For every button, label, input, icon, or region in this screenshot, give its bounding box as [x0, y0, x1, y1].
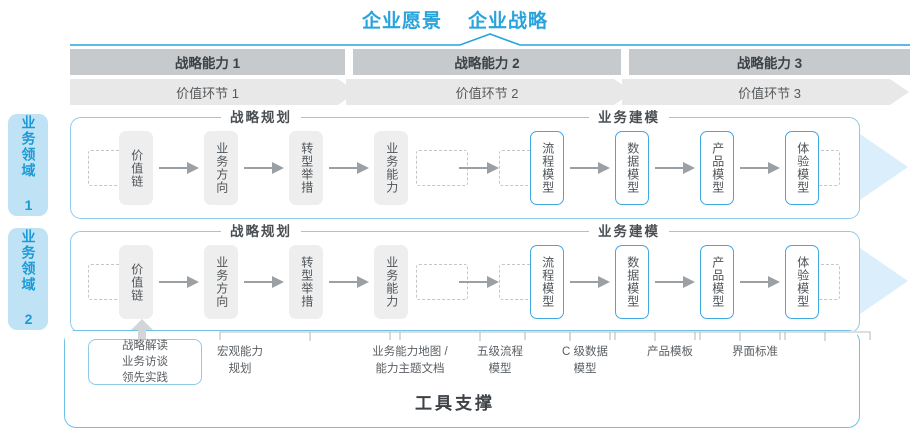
- tool-line-2: 业务访谈: [122, 355, 168, 368]
- flow-arrow-icon: [655, 162, 695, 174]
- node-business-direction-1[interactable]: 业务方向: [204, 131, 238, 205]
- node-process-model-1[interactable]: 流程模型: [530, 131, 564, 205]
- value-link-label-1: 价值环节 1: [176, 85, 239, 101]
- flow-arrow-icon: [740, 276, 780, 288]
- flow-arrow-icon: [459, 162, 499, 174]
- node-label: 体验模型: [795, 142, 810, 194]
- capability-label-2: 战略能力 2: [454, 56, 520, 71]
- tool-bracket-connectors: [219, 331, 871, 341]
- tool-label-product-template: 产品模板: [647, 346, 693, 358]
- node-value-chain-2[interactable]: 价值链: [119, 245, 153, 319]
- capability-label-3: 战略能力 3: [736, 56, 803, 71]
- tool-line-1: 战略解读: [122, 339, 168, 352]
- node-label: 业务方向: [214, 142, 229, 194]
- node-business-direction-2[interactable]: 业务方向: [204, 245, 238, 319]
- business-domain-label-1: 业务领域 1: [20, 115, 37, 215]
- flow-arrow-icon: [244, 276, 284, 288]
- flow-arrow-icon: [570, 276, 610, 288]
- node-label: 流程模型: [540, 256, 555, 308]
- tool-box-strategy-inputs[interactable]: 战略解读 业务访谈 领先实践: [88, 339, 202, 385]
- tool-label-ui-standard: 界面标准: [732, 346, 778, 358]
- vision-connector-line: [70, 33, 910, 46]
- strategic-capability-bars: 战略能力 1 战略能力 2 战略能力 3: [70, 49, 910, 75]
- flow-arrow-icon: [740, 162, 780, 174]
- node-label: 业务能力: [384, 256, 399, 308]
- flow-arrow-icon: [159, 276, 199, 288]
- section-title-planning-2: 战略规划: [221, 222, 301, 242]
- node-product-model-2[interactable]: 产品模型: [700, 245, 734, 319]
- tool-box-lines: 战略解读 业务访谈 领先实践: [122, 338, 168, 387]
- flow-arrow-icon: [459, 276, 499, 288]
- flow-arrow-icon: [655, 276, 695, 288]
- node-label: 产品模型: [710, 256, 725, 308]
- value-link-2[interactable]: 价值环节 2: [353, 79, 621, 105]
- tool-label-capability-map: 业务能力地图 /能力主题文档: [372, 346, 448, 375]
- section-title-planning-1: 战略规划: [221, 108, 301, 128]
- section-title-modeling-1: 业务建模: [589, 108, 669, 128]
- node-experience-model-1[interactable]: 体验模型: [785, 131, 819, 205]
- flow-arrow-icon: [159, 162, 199, 174]
- capability-bar-2[interactable]: 战略能力 2: [353, 49, 621, 75]
- capability-bar-3[interactable]: 战略能力 3: [629, 49, 910, 75]
- node-label: 转型举措: [299, 142, 314, 194]
- vision-strategy-header: 企业愿景 企业战略: [0, 4, 910, 34]
- node-label: 业务能力: [384, 142, 399, 194]
- node-transformation-measures-1[interactable]: 转型举措: [289, 131, 323, 205]
- tool-up-arrow-icon: [131, 319, 153, 344]
- enterprise-strategy-title: 企业战略: [468, 10, 549, 32]
- node-label: 价值链: [129, 262, 144, 302]
- tool-line-3: 领先实践: [122, 372, 168, 385]
- flow-arrow-icon: [329, 162, 369, 174]
- node-value-chain-1[interactable]: 价值链: [119, 131, 153, 205]
- node-data-model-1[interactable]: 数据模型: [615, 131, 649, 205]
- node-label: 产品模型: [710, 142, 725, 194]
- capability-label-1: 战略能力 1: [174, 56, 241, 71]
- tool-label-five-level-process: 五级流程模型: [477, 346, 523, 375]
- business-domain-label-2: 业务领域 2: [20, 229, 37, 329]
- business-domain-row-2: 战略规划 业务建模 价值链 业务方向 转型举措 业务能力 流程模型 数据模型 产…: [70, 222, 860, 333]
- flow-arrow-icon: [329, 276, 369, 288]
- tool-support-title: 工具支撑: [415, 394, 495, 413]
- node-label: 数据模型: [625, 256, 640, 308]
- node-experience-model-2[interactable]: 体验模型: [785, 245, 819, 319]
- capability-bar-1[interactable]: 战略能力 1: [70, 49, 345, 75]
- section-title-modeling-2: 业务建模: [589, 222, 669, 242]
- value-link-1[interactable]: 价值环节 1: [70, 79, 345, 105]
- node-label: 价值链: [129, 148, 144, 188]
- flow-arrow-icon: [570, 162, 610, 174]
- value-link-chevron-shapes: [70, 79, 909, 105]
- node-label: 体验模型: [795, 256, 810, 308]
- business-domain-badge-2[interactable]: 业务领域 2: [8, 228, 48, 330]
- business-domain-badge-1[interactable]: 业务领域 1: [8, 114, 48, 216]
- node-business-capability-2[interactable]: 业务能力: [374, 245, 408, 319]
- node-business-capability-1[interactable]: 业务能力: [374, 131, 408, 205]
- node-label: 转型举措: [299, 256, 314, 308]
- node-product-model-1[interactable]: 产品模型: [700, 131, 734, 205]
- tool-label-macro-capability: 宏观能力规划: [217, 346, 263, 375]
- node-process-model-2[interactable]: 流程模型: [530, 245, 564, 319]
- node-label: 流程模型: [540, 142, 555, 194]
- value-link-label-3: 价值环节 3: [738, 85, 801, 101]
- node-data-model-2[interactable]: 数据模型: [615, 245, 649, 319]
- tool-label-c-level-data: C 级数据模型: [562, 346, 608, 375]
- node-label: 数据模型: [625, 142, 640, 194]
- enterprise-vision-title: 企业愿景: [361, 10, 442, 32]
- value-link-label-2: 价值环节 2: [455, 85, 519, 101]
- node-label: 业务方向: [214, 256, 229, 308]
- value-link-3[interactable]: 价值环节 3: [629, 79, 910, 105]
- flow-arrow-icon: [244, 162, 284, 174]
- frame-top-mask: [65, 331, 857, 343]
- node-transformation-measures-2[interactable]: 转型举措: [289, 245, 323, 319]
- value-link-bars: 价值环节 1 价值环节 2 价值环节 3: [70, 79, 910, 105]
- business-domain-row-1: 战略规划 业务建模 价值链 业务方向 转型举措 业务能力 流程模型 数据模型 产…: [70, 108, 860, 219]
